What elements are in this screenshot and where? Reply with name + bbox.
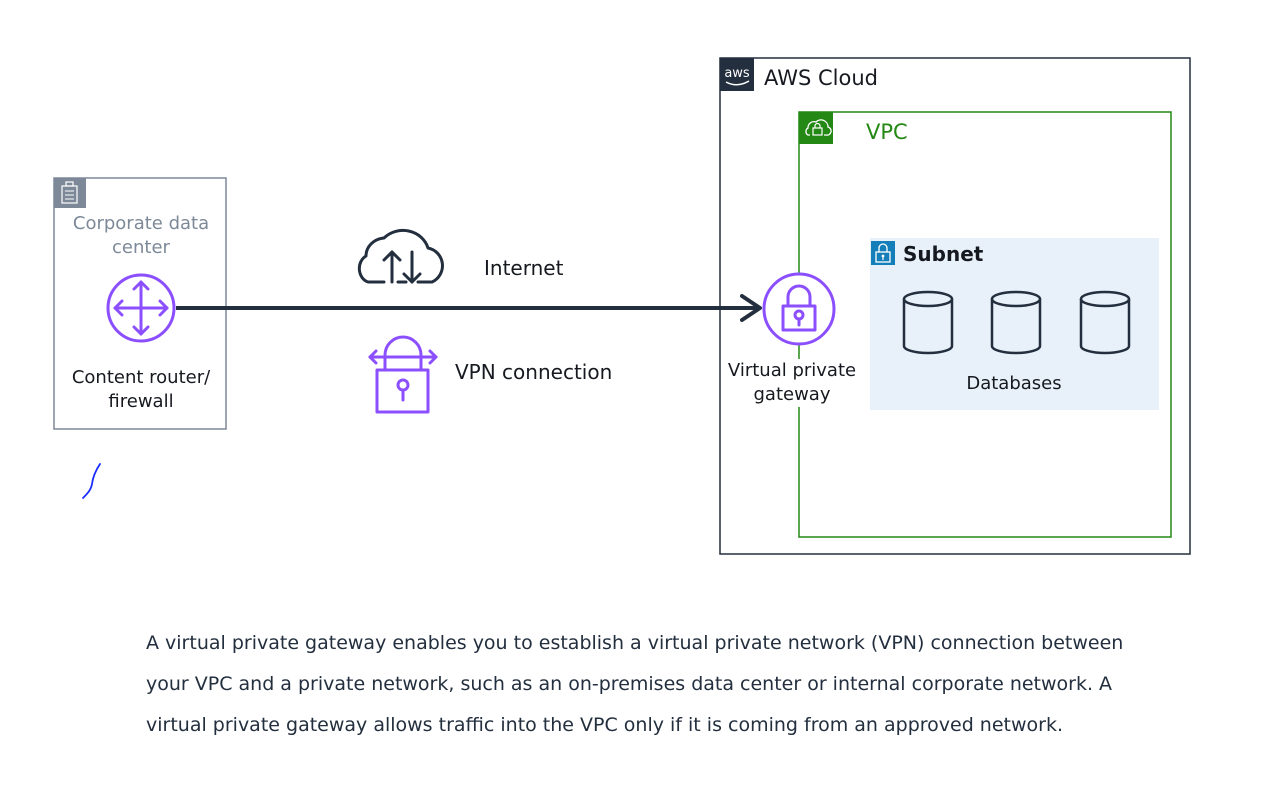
aws-logo-icon: aws — [720, 58, 754, 91]
databases-label: Databases — [966, 373, 1062, 394]
router-label: Content router/ firewall — [71, 367, 211, 412]
vpn-gateway-lock-icon — [762, 272, 836, 346]
vpc-cloud-lock-icon — [799, 112, 833, 144]
database-icon — [1079, 290, 1131, 355]
vpn-connection-label: VPN connection — [455, 360, 613, 384]
svg-text:aws: aws — [724, 66, 750, 81]
connection-arrowhead — [740, 294, 762, 322]
subnet-lock-icon — [871, 241, 895, 265]
subnet-label: Subnet — [903, 242, 984, 266]
description-paragraph: A virtual private gateway enables you to… — [146, 632, 1124, 736]
router-icon — [106, 273, 176, 343]
cloud-upload-download-icon — [357, 228, 444, 284]
vpn-lock-icon — [368, 335, 438, 414]
database-icon — [990, 290, 1042, 355]
aws-cloud-group — [719, 57, 1191, 555]
virtual-private-gateway-label: Virtual private gateway — [724, 359, 860, 407]
subnet-group — [870, 238, 1159, 410]
ink-mark — [82, 463, 101, 499]
building-icon — [54, 178, 86, 208]
aws-cloud-label: AWS Cloud — [764, 66, 878, 90]
corporate-data-center-label: Corporate data center — [72, 213, 210, 258]
internet-label: Internet — [484, 256, 564, 280]
vpc-label: VPC — [866, 120, 908, 144]
corporate-data-center-group — [53, 177, 227, 430]
database-icon — [902, 290, 954, 355]
